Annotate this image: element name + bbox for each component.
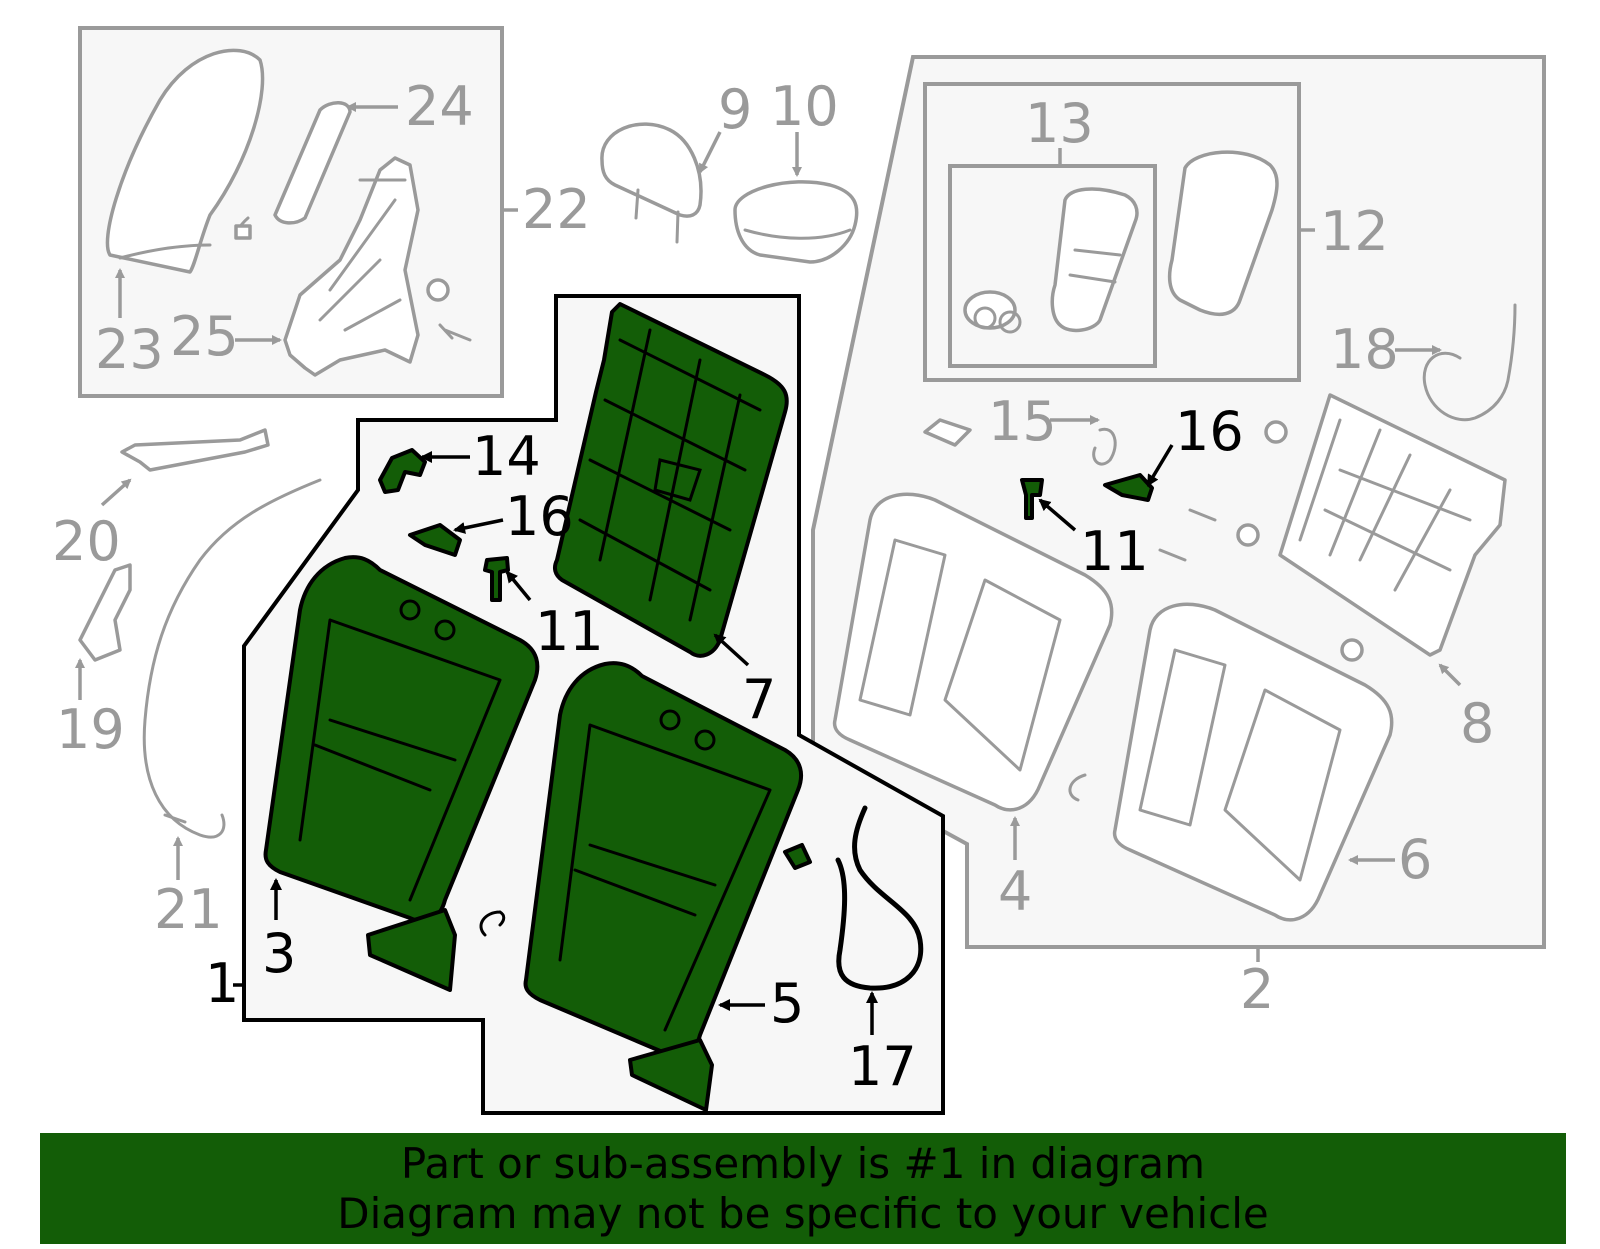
banner-line-2: Diagram may not be specific to your vehi… bbox=[337, 1188, 1269, 1238]
part-3-bottom-flap[interactable] bbox=[366, 908, 457, 992]
callout-22[interactable]: 22 bbox=[522, 178, 591, 241]
part-23-armrest[interactable] bbox=[105, 48, 265, 274]
callout-25[interactable]: 25 bbox=[170, 305, 239, 368]
callout-10[interactable]: 10 bbox=[770, 75, 839, 138]
callout-23[interactable]: 23 bbox=[95, 318, 164, 381]
callout-18[interactable]: 18 bbox=[1330, 318, 1399, 381]
part-11-clip-left[interactable] bbox=[483, 556, 510, 602]
callout-13[interactable]: 13 bbox=[1025, 92, 1094, 155]
panel-12-box bbox=[923, 82, 1301, 382]
leaders bbox=[75, 102, 1462, 1035]
part-5-seatback[interactable] bbox=[523, 661, 804, 1058]
part-16-bracket-left[interactable] bbox=[408, 523, 462, 557]
highlighted-parts[interactable] bbox=[263, 302, 924, 1112]
callout-16-left[interactable]: 16 bbox=[505, 485, 574, 548]
part-24-foam[interactable] bbox=[273, 101, 352, 225]
callout-21[interactable]: 21 bbox=[154, 878, 223, 941]
part-8-frame[interactable] bbox=[1278, 393, 1507, 657]
part-17-cable[interactable] bbox=[835, 805, 924, 991]
part-4-seatback-frame[interactable] bbox=[832, 492, 1114, 812]
part-6-seatback-frame[interactable] bbox=[1112, 602, 1394, 922]
callout-1[interactable]: 1 bbox=[205, 952, 239, 1015]
callout-19[interactable]: 19 bbox=[56, 698, 125, 761]
callout-12[interactable]: 12 bbox=[1320, 200, 1389, 263]
callout-11-left[interactable]: 11 bbox=[535, 600, 604, 663]
part-10-headrest[interactable] bbox=[733, 180, 859, 264]
callout-17[interactable]: 17 bbox=[848, 1035, 917, 1098]
part-19-bracket[interactable] bbox=[78, 563, 132, 662]
info-banner: Part or sub-assembly is #1 in diagram Di… bbox=[40, 1133, 1566, 1244]
callout-9[interactable]: 9 bbox=[718, 78, 752, 141]
callout-24[interactable]: 24 bbox=[405, 75, 474, 138]
part-7-seatback-frame[interactable] bbox=[552, 302, 789, 658]
callout-11-right[interactable]: 11 bbox=[1080, 520, 1149, 583]
callout-labels: 23 24 25 22 9 10 13 12 15 18 8 4 6 2 20 … bbox=[52, 75, 1494, 1098]
part-12-armrest[interactable] bbox=[1167, 150, 1279, 317]
callout-15[interactable]: 15 bbox=[988, 390, 1057, 453]
banner-line-1: Part or sub-assembly is #1 in diagram bbox=[400, 1138, 1206, 1188]
callout-8[interactable]: 8 bbox=[1460, 692, 1494, 755]
part-18-cable[interactable] bbox=[1422, 303, 1517, 422]
part-14-bracket[interactable] bbox=[378, 448, 427, 494]
part-11-clip-right[interactable] bbox=[1020, 478, 1044, 520]
part-16-bracket-right[interactable] bbox=[1103, 473, 1154, 502]
part-5-bottom-flap[interactable] bbox=[628, 1038, 714, 1112]
part-9-headrest[interactable] bbox=[600, 122, 703, 218]
part-21-cable[interactable] bbox=[142, 478, 322, 839]
callout-2[interactable]: 2 bbox=[1240, 958, 1274, 1021]
part-13-cupholder[interactable] bbox=[1050, 187, 1139, 333]
part-15-clip[interactable] bbox=[923, 418, 972, 447]
callout-20[interactable]: 20 bbox=[52, 510, 121, 573]
armrest-group-22[interactable] bbox=[105, 48, 472, 377]
callout-14[interactable]: 14 bbox=[472, 425, 541, 488]
part-20-bracket[interactable] bbox=[120, 428, 270, 472]
callout-4[interactable]: 4 bbox=[998, 860, 1032, 923]
callout-16-right[interactable]: 16 bbox=[1175, 400, 1244, 463]
part-3-seatback[interactable] bbox=[263, 555, 540, 923]
callout-3[interactable]: 3 bbox=[262, 922, 296, 985]
panel-13-box bbox=[948, 164, 1157, 368]
callout-6[interactable]: 6 bbox=[1398, 828, 1432, 891]
callout-5[interactable]: 5 bbox=[770, 972, 804, 1035]
callout-7[interactable]: 7 bbox=[742, 668, 776, 731]
